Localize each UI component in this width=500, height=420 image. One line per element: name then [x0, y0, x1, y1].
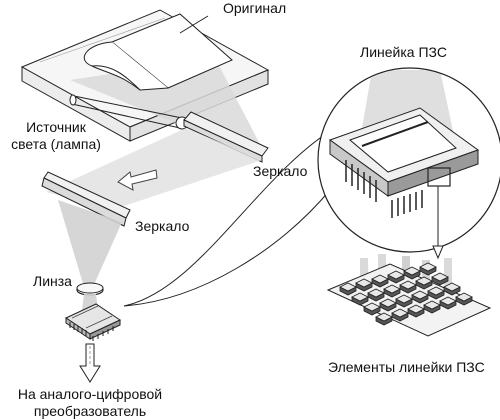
ccd-element: [455, 292, 473, 306]
light-beam-to-lens: [58, 200, 122, 287]
label-mirror-upper: Зеркало: [253, 163, 308, 179]
label-mirror-lower: Зеркало: [135, 218, 190, 234]
light-beam-middle: [46, 128, 262, 210]
label-lens: Линза: [33, 273, 72, 289]
ccd-element: [443, 282, 461, 296]
ccd-element: [419, 262, 437, 276]
ccd-element: [427, 286, 445, 300]
mirror-lower: [41, 171, 131, 227]
zoom-down-arrow-icon: [432, 186, 444, 260]
ccd-magnifier: [317, 67, 500, 253]
ccd-element: [395, 294, 413, 308]
label-light-source-line2: света (лампа): [11, 136, 101, 152]
magnification-callout-lines: [123, 124, 341, 307]
label-adc-line1: На аналого-цифровой: [17, 386, 163, 402]
original-document: [83, 13, 233, 91]
label-adc: На аналого-цифровой преобразователь: [7, 386, 173, 420]
ccd-chip-small: [64, 303, 122, 341]
label-ccd-line: Линейка ПЗС: [360, 44, 447, 60]
ccd-element: [407, 304, 425, 318]
ccd-element: [431, 272, 449, 286]
ccd-element: [391, 308, 409, 322]
ccd-element: [383, 284, 401, 298]
adc-output-arrow-icon: [79, 343, 101, 383]
ccd-element: [399, 280, 417, 294]
label-original: Оригинал: [223, 0, 287, 16]
ccd-element: [351, 292, 369, 306]
ccd-element: [367, 288, 385, 302]
ccd-element: [379, 298, 397, 312]
ccd-elements-grid: [326, 262, 492, 337]
scan-direction-arrow-icon: [117, 169, 158, 191]
ccd-element: [387, 270, 405, 284]
label-light-source: Источник света (лампа): [10, 119, 102, 153]
label-light-source-line1: Источник: [26, 119, 86, 135]
label-adc-line2: преобразователь: [33, 403, 147, 419]
label-ccd-elements: Элементы линейки ПЗС: [328, 359, 485, 375]
lens: [76, 282, 104, 296]
mirror-upper: [183, 111, 269, 163]
ccd-element: [403, 266, 421, 280]
